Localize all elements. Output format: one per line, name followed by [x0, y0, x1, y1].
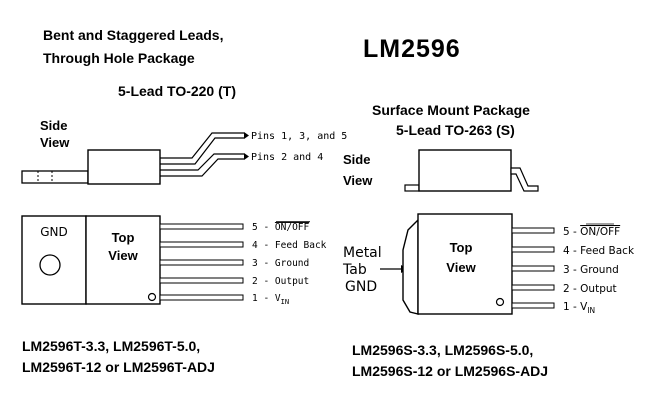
to220-pins-lower-label: Pins 2 and 4: [251, 152, 323, 163]
to263-gnd-label: GND: [345, 279, 377, 295]
to263-package-title: Surface Mount Package: [372, 102, 530, 118]
to263-pin5-label: 5 - ON/OFF: [563, 226, 620, 238]
to263-part-line-1: LM2596S-3.3, LM2596S-5.0,: [352, 342, 533, 358]
to220-part-line-2: LM2596T-12 or LM2596T-ADJ: [22, 359, 215, 375]
to220-lead-upper-b: [160, 137, 244, 165]
to220-gnd-label: GND: [40, 225, 68, 239]
to263-top-body: [417, 213, 513, 315]
to263-side-gullwing-lead: [510, 167, 539, 192]
to263-lead-4: [511, 246, 555, 253]
to263-side-label-2: View: [343, 173, 373, 188]
to263-package-name: 5-Lead TO-263 (S): [396, 122, 515, 138]
to263-top-label-1: Top: [450, 240, 473, 255]
to220-top-view: GND Top View 5 - ON/OFF 4 - Feed Back 3 …: [21, 215, 327, 306]
to263-lead-2: [511, 284, 555, 291]
to220-lead-upper-a: [160, 132, 244, 159]
part-number-title: LM2596: [363, 35, 461, 63]
to220-pin4-label: 4 - Feed Back: [252, 240, 327, 251]
to263-lead-5: [511, 227, 555, 234]
arrow-pins-lower: [244, 153, 249, 160]
to220-side-view: Side View Pins 1, 3, and 5 Pins 2 and 4: [21, 118, 347, 185]
to220-top-label-2: View: [108, 248, 138, 263]
to220-lead-1: [159, 294, 244, 301]
to263-pin1-label: 1 - VIN: [563, 301, 595, 315]
to220-top-tab: [21, 215, 87, 305]
heading-line-1: Bent and Staggered Leads,: [43, 27, 223, 43]
to220-lead-lower-b: [160, 158, 244, 177]
to220-pin5-label: 5 - ON/OFF: [252, 222, 310, 233]
to220-pin3-label: 3 - Ground: [252, 258, 309, 269]
to263-side-body: [418, 149, 512, 192]
to263-metal-tab: [402, 218, 419, 315]
to220-lead-3: [159, 259, 244, 266]
to220-pin2-label: 2 - Output: [252, 276, 309, 287]
to263-lead-1: [511, 302, 555, 309]
to220-lead-lower-a: [160, 153, 244, 171]
to220-pins-upper-label: Pins 1, 3, and 5: [251, 131, 347, 142]
to263-pin3-label: 3 - Ground: [563, 264, 619, 276]
to220-pin1-label: 1 - VIN: [252, 293, 289, 306]
to220-lead-5: [159, 223, 244, 230]
to220-package-name: 5-Lead TO-220 (T): [118, 83, 236, 99]
to263-part-line-2: LM2596S-12 or LM2596S-ADJ: [352, 363, 548, 379]
to220-pin1-marker: [147, 292, 157, 302]
to263-side-label-1: Side: [343, 152, 370, 167]
to220-top-label-1: Top: [112, 230, 135, 245]
to220-top-body: [85, 215, 161, 305]
to220-part-line-1: LM2596T-3.3, LM2596T-5.0,: [22, 338, 200, 354]
to220-side-label-1: Side: [40, 118, 67, 133]
to263-side-view: Side View: [343, 149, 539, 192]
to263-lead-3: [511, 265, 555, 272]
to263-metal-label: Metal: [343, 245, 382, 261]
to263-tab-label: Tab: [342, 262, 367, 278]
to220-side-tab: [21, 170, 89, 184]
to220-lead-4: [159, 241, 244, 248]
to220-side-body: [87, 149, 161, 185]
to263-pin2-label: 2 - Output: [563, 283, 617, 295]
to263-top-label-2: View: [446, 260, 476, 275]
to263-top-view: Metal Tab GND Top View 5 - ON/OFF 4 - Fe…: [342, 213, 635, 315]
to220-side-label-2: View: [40, 135, 70, 150]
to220-lead-2: [159, 277, 244, 284]
to263-pin1-marker: [495, 297, 505, 307]
to263-pin4-label: 4 - Feed Back: [563, 245, 635, 257]
heading-line-2: Through Hole Package: [43, 50, 195, 66]
to263-side-tab-left: [404, 184, 420, 192]
arrow-pins-upper: [244, 132, 249, 139]
to220-mounting-hole: [39, 254, 61, 276]
